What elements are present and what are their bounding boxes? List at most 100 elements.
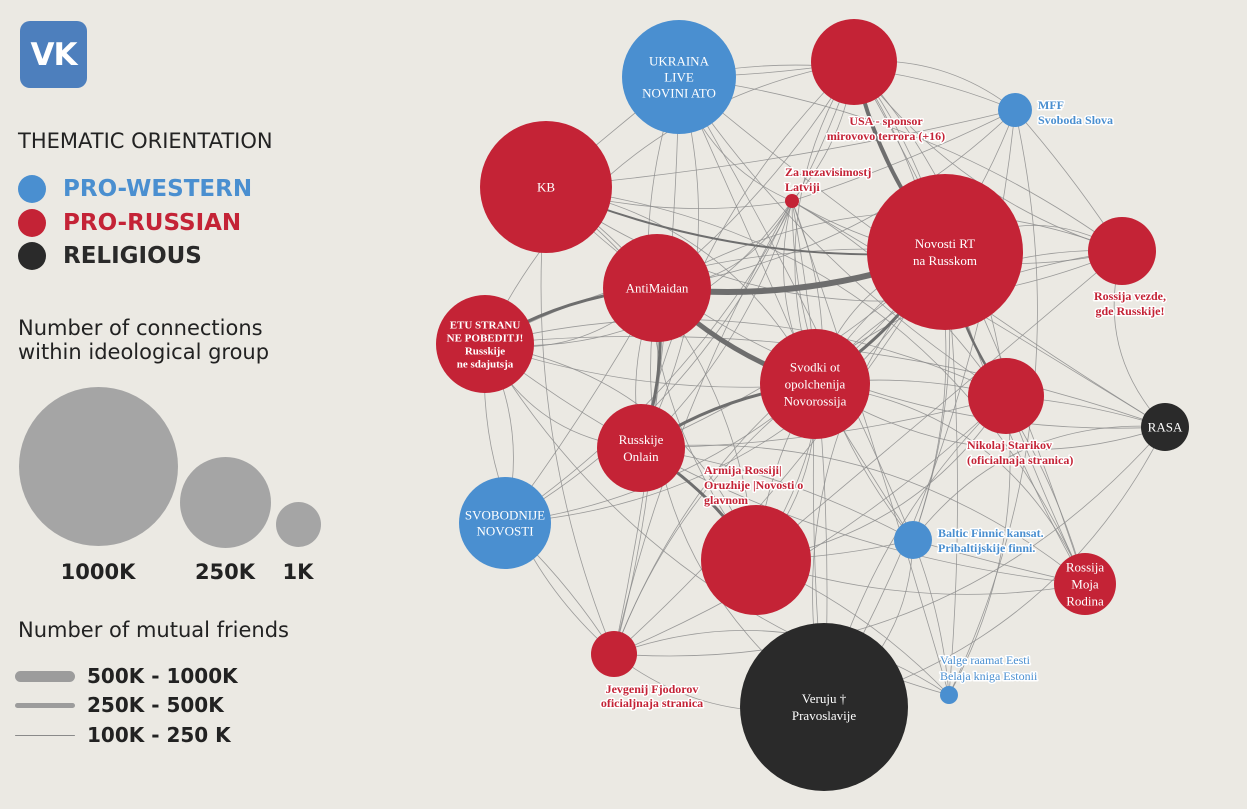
node-label-rossija-vezde-1: gde Russkije! (1095, 304, 1164, 318)
edge-latviji-rossija-moja (791, 200, 1086, 585)
size-circle-large (19, 387, 178, 546)
node-label-veruju-0: Veruju † (802, 691, 847, 706)
node-label-svodki-0: Svodki ot (790, 360, 841, 375)
size-label-1k: 1K (282, 560, 314, 584)
node-label-latviji-1: Latviji (785, 180, 820, 194)
node-antimaidan (603, 234, 711, 342)
edge-novosti-rt-svobodnije (504, 251, 946, 524)
node-label-starikov-1: (oficialnaja stranica) (967, 453, 1073, 467)
edge-rasa-jevgenij (613, 426, 1166, 657)
edge-starikov-jevgenij (613, 395, 1007, 655)
node-label-novosti-rt-1: na Russkom (913, 253, 977, 268)
node-label-ukraina-1: LIVE (664, 70, 694, 85)
edge-etu-stranu-starikov (484, 319, 1007, 397)
node-usa (811, 19, 897, 105)
node-rossija-moja (1054, 553, 1116, 615)
node-svobodnije (459, 477, 551, 569)
node-label-jevgenij-0: Jevgenij Fjodorov (606, 682, 699, 696)
node-label-rossija-moja-0: Rossija (1066, 560, 1105, 575)
node-label-antimaidan-0: AntiMaidan (626, 281, 689, 296)
size-circle-small (276, 502, 321, 547)
legend-line-medium: 250K - 500K (15, 692, 224, 718)
node-mff (998, 93, 1032, 127)
node-veruju (740, 623, 908, 791)
node-label-svodki-1: opolchenija (785, 377, 846, 392)
vk-logo: VK (20, 21, 87, 88)
node-label-starikov-0: Nikolaj Starikov (967, 438, 1052, 452)
node-russkije-onlain (597, 404, 685, 492)
edge-etu-stranu-valge (484, 343, 950, 696)
node-label-valge-0: Valge raamat Eesti (940, 653, 1031, 667)
node-label-kb-0: KB (537, 180, 555, 195)
node-rossija-vezde (1088, 217, 1156, 285)
node-label-armija-2: glavnom (704, 493, 748, 507)
node-label-etu-stranu-3: ne sdajutsja (457, 358, 514, 370)
node-label-baltic-1: Pribaltijskije finni. (938, 541, 1035, 555)
node-label-veruju-1: Pravoslavije (792, 708, 856, 723)
node-label-armija-0: Armija Rossiji| (704, 463, 782, 477)
node-valge (940, 686, 958, 704)
line-sample-medium (15, 702, 75, 708)
node-label-svobodnije-1: NOVOSTI (476, 524, 533, 539)
size-circle-medium (180, 457, 271, 548)
node-label-rossija-moja-1: Moja (1071, 577, 1099, 592)
edge-starikov-valge (948, 395, 1011, 696)
node-kb (480, 121, 612, 253)
size-title-line1: Number of connections (18, 316, 263, 340)
node-label-valge-1: Belaja kniga Estonii (940, 669, 1038, 683)
size-label-1000k: 1000K (60, 560, 136, 584)
friends-title: Number of mutual friends (18, 618, 290, 642)
line-label-thick: 500K - 1000K (87, 664, 238, 688)
edge-ukraina-baltic (678, 76, 914, 541)
edge-mff-antimaidan (656, 109, 1016, 289)
pro-western-label: PRO-WESTERN (63, 176, 253, 202)
node-rasa (1141, 403, 1189, 451)
node-label-svodki-2: Novorossija (784, 394, 847, 409)
node-label-russkije-onlain-1: Onlain (623, 449, 659, 464)
edge-latviji-valge (791, 200, 950, 696)
node-label-usa-0: USA - sponsor (849, 114, 923, 128)
node-baltic (894, 521, 932, 559)
line-sample-thick (15, 670, 75, 682)
line-sample-thin (15, 734, 75, 736)
religious-dot (18, 242, 46, 270)
size-label-250k: 250K (194, 560, 256, 584)
legend-pro-russian: PRO-RUSSIAN (18, 208, 241, 238)
edge-rasa-baltic (912, 425, 1166, 541)
legend-pro-western: PRO-WESTERN (18, 174, 252, 204)
node-label-mff-1: Svoboda Slova (1038, 113, 1113, 127)
node-latviji (785, 194, 799, 208)
node-label-svobodnije-0: SVOBODNIJE (465, 508, 545, 523)
edge-rossija-vezde-armija (755, 250, 1123, 561)
legend-line-thick: 500K - 1000K (15, 663, 238, 689)
pro-russian-label: PRO-RUSSIAN (63, 210, 242, 236)
node-label-etu-stranu-0: ETU STRANU (450, 319, 521, 331)
legend-religious: RELIGIOUS (18, 241, 202, 271)
religious-label: RELIGIOUS (63, 243, 202, 269)
node-layer (436, 19, 1189, 791)
node-label-novosti-rt-0: Novosti RT (915, 236, 975, 251)
node-svodki (760, 329, 870, 439)
node-novosti-rt (867, 174, 1023, 330)
node-label-armija-1: Oruzhije |Novosti o (704, 478, 803, 492)
edge-russkije-onlain-rossija-moja (640, 444, 1086, 585)
node-label-latviji-0: Za nezavisimostj (785, 165, 871, 179)
node-label-baltic-0: Baltic Finnic kansat. (938, 526, 1044, 540)
node-label-mff-0: MFF (1038, 98, 1064, 112)
size-title-line2: within ideological group (18, 340, 270, 364)
node-ukraina (622, 20, 736, 134)
node-label-jevgenij-1: oficialjnaja stranica (601, 696, 703, 710)
node-label-etu-stranu-1: NE POBEDITJ! (447, 332, 524, 344)
line-label-medium: 250K - 500K (87, 693, 224, 717)
node-label-ukraina-0: UKRAINA (649, 54, 710, 69)
edge-ukraina-jevgenij (613, 76, 680, 655)
node-label-ukraina-2: NOVINI ATO (642, 86, 716, 101)
node-starikov (968, 358, 1044, 434)
edge-ukraina-rossija-vezde (678, 76, 1123, 252)
edge-kb-jevgenij (540, 186, 615, 655)
legend-line-thin: 100K - 250 K (15, 722, 231, 748)
pro-russian-dot (18, 209, 46, 237)
edge-usa-etu-stranu (484, 61, 855, 345)
